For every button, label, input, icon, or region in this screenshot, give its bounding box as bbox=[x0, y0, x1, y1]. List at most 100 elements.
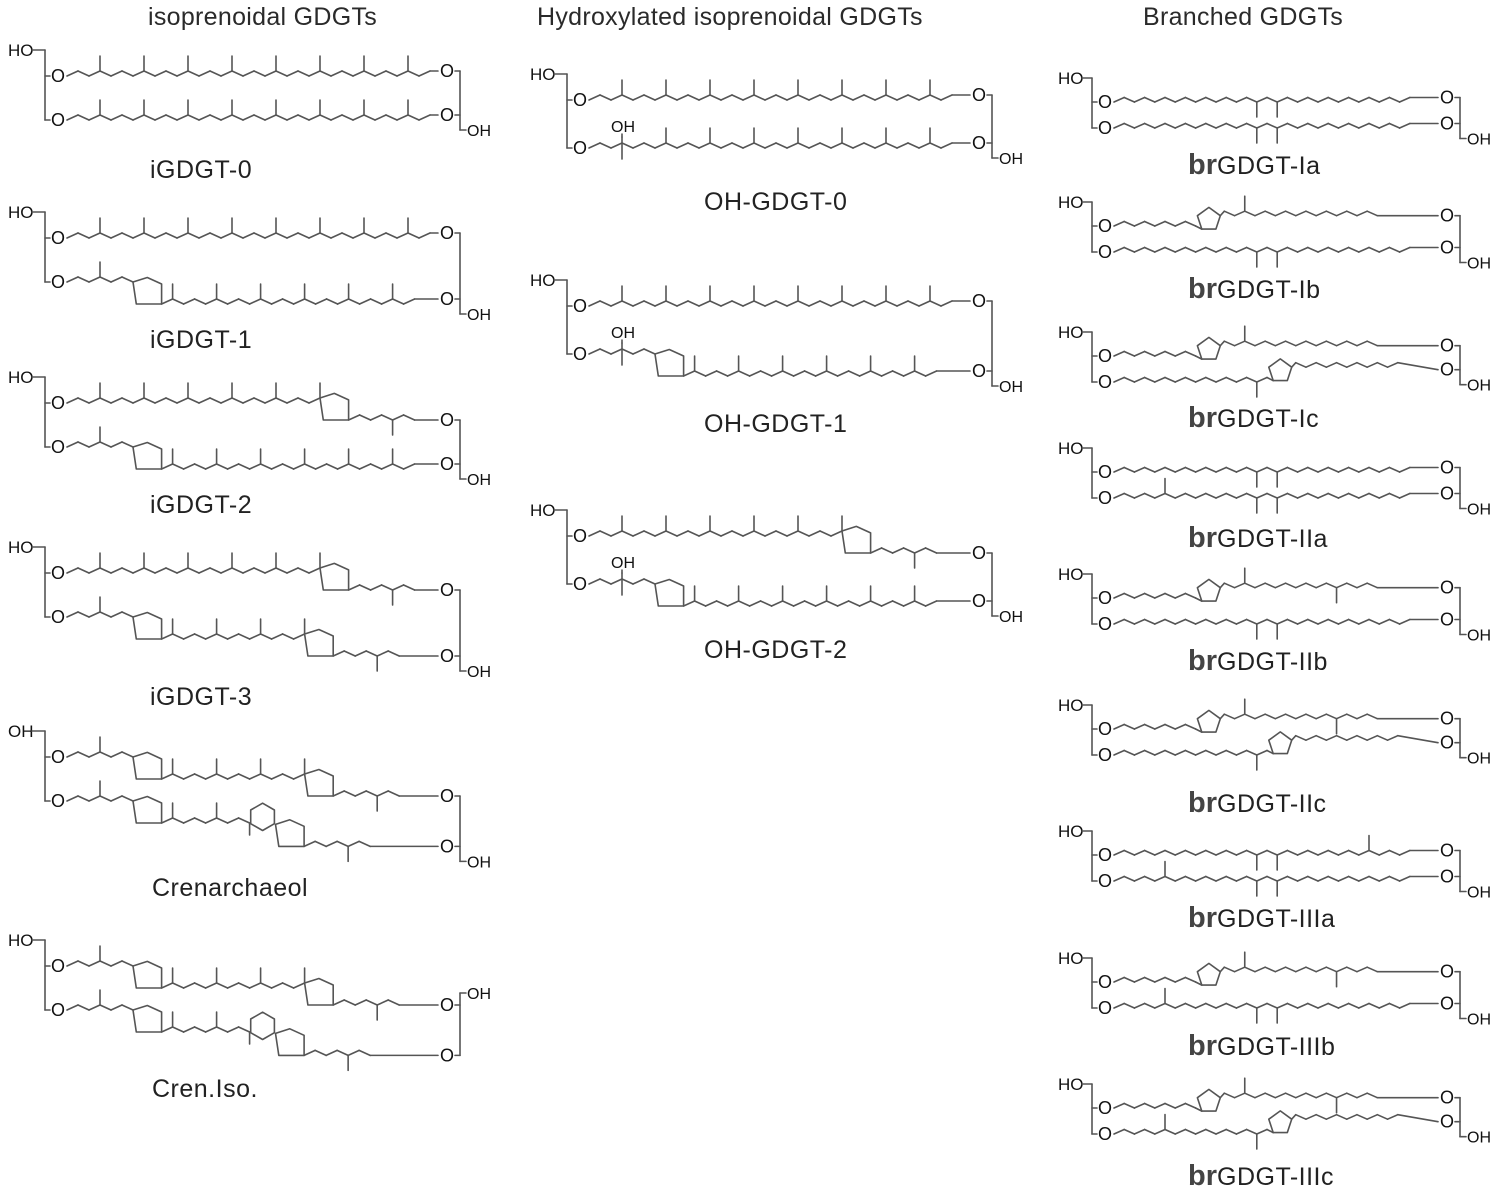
bond bbox=[1219, 582, 1226, 589]
bond bbox=[325, 298, 339, 305]
bond bbox=[308, 232, 321, 239]
bond bbox=[1398, 122, 1411, 129]
bond bbox=[253, 567, 266, 574]
bond bbox=[819, 300, 832, 307]
bond bbox=[325, 840, 338, 848]
ether-oxygen: O bbox=[1098, 92, 1112, 112]
bond bbox=[358, 584, 372, 591]
bond bbox=[132, 114, 145, 121]
bond bbox=[1305, 340, 1317, 347]
bond bbox=[737, 370, 751, 377]
bond bbox=[913, 370, 927, 377]
bond bbox=[858, 370, 872, 377]
bond bbox=[193, 982, 207, 989]
bond bbox=[1305, 582, 1317, 589]
bond bbox=[1327, 246, 1340, 253]
bond bbox=[220, 397, 233, 404]
bond bbox=[391, 463, 405, 470]
bond bbox=[1174, 976, 1187, 983]
bond bbox=[1274, 966, 1287, 973]
bond bbox=[369, 298, 383, 305]
bond bbox=[1113, 592, 1125, 599]
bond bbox=[332, 999, 346, 1006]
bond bbox=[1286, 96, 1299, 103]
molecule-name: GDGT-Ia bbox=[1217, 152, 1321, 180]
tail-hydroxyl-label: OH bbox=[1467, 132, 1491, 149]
bond bbox=[66, 611, 79, 618]
bond bbox=[259, 463, 273, 470]
bond bbox=[1325, 734, 1338, 741]
bond bbox=[363, 70, 376, 77]
bond bbox=[1266, 849, 1278, 856]
bond bbox=[297, 397, 310, 404]
bond bbox=[819, 142, 832, 149]
bond bbox=[1154, 1102, 1166, 1109]
bond bbox=[720, 142, 733, 149]
bond bbox=[1205, 849, 1217, 856]
head-hydroxyl-label: HO bbox=[530, 271, 556, 290]
bond bbox=[830, 94, 843, 101]
bond bbox=[687, 530, 700, 537]
bond bbox=[347, 584, 361, 591]
bond bbox=[143, 114, 156, 121]
bond bbox=[66, 960, 79, 967]
bond bbox=[1245, 122, 1258, 129]
bond bbox=[869, 547, 883, 554]
bond bbox=[1245, 96, 1258, 103]
bond bbox=[1327, 96, 1340, 103]
bond bbox=[1205, 618, 1217, 625]
bond bbox=[380, 463, 394, 470]
bond bbox=[1184, 1102, 1197, 1109]
bond bbox=[160, 1026, 174, 1033]
br-prefix: br bbox=[1188, 902, 1217, 934]
bond bbox=[1276, 122, 1289, 129]
bond bbox=[1235, 122, 1248, 129]
bond bbox=[1335, 340, 1348, 347]
bond bbox=[99, 232, 112, 239]
bond bbox=[365, 999, 379, 1006]
bond bbox=[814, 600, 828, 607]
bond bbox=[1164, 618, 1176, 625]
bond bbox=[1154, 220, 1166, 227]
ether-oxygen: O bbox=[1440, 1088, 1454, 1108]
bond bbox=[1325, 713, 1338, 720]
bond bbox=[259, 633, 273, 640]
bond bbox=[621, 300, 634, 307]
bond bbox=[1317, 466, 1330, 473]
bond bbox=[198, 232, 211, 239]
bond bbox=[1154, 350, 1166, 357]
bond bbox=[1356, 713, 1368, 720]
bond bbox=[352, 70, 365, 77]
bond bbox=[347, 414, 361, 421]
bond bbox=[99, 751, 112, 758]
bond bbox=[1133, 592, 1146, 599]
bond bbox=[1366, 1092, 1379, 1099]
bond bbox=[726, 600, 740, 607]
bond bbox=[1154, 376, 1166, 383]
bond bbox=[1194, 728, 1203, 733]
molecule-label: brGDGT-IIb bbox=[1188, 647, 1328, 677]
bond bbox=[1113, 492, 1125, 499]
bond bbox=[588, 348, 601, 355]
bond bbox=[902, 600, 916, 607]
bond bbox=[1276, 96, 1289, 103]
bond bbox=[1154, 875, 1166, 882]
bond bbox=[1164, 122, 1176, 129]
bond bbox=[1184, 875, 1197, 882]
bond bbox=[1245, 1002, 1258, 1009]
molecule-name: GDGT-Ic bbox=[1217, 405, 1320, 433]
bond bbox=[1123, 1128, 1136, 1135]
bond bbox=[907, 142, 920, 149]
bond bbox=[1357, 492, 1370, 499]
bond bbox=[1225, 246, 1238, 253]
bond bbox=[1184, 246, 1197, 253]
bond bbox=[88, 114, 101, 121]
bond bbox=[709, 94, 722, 101]
bond bbox=[1123, 122, 1136, 129]
bond bbox=[380, 298, 394, 305]
bond bbox=[231, 397, 244, 404]
bond bbox=[940, 300, 953, 307]
